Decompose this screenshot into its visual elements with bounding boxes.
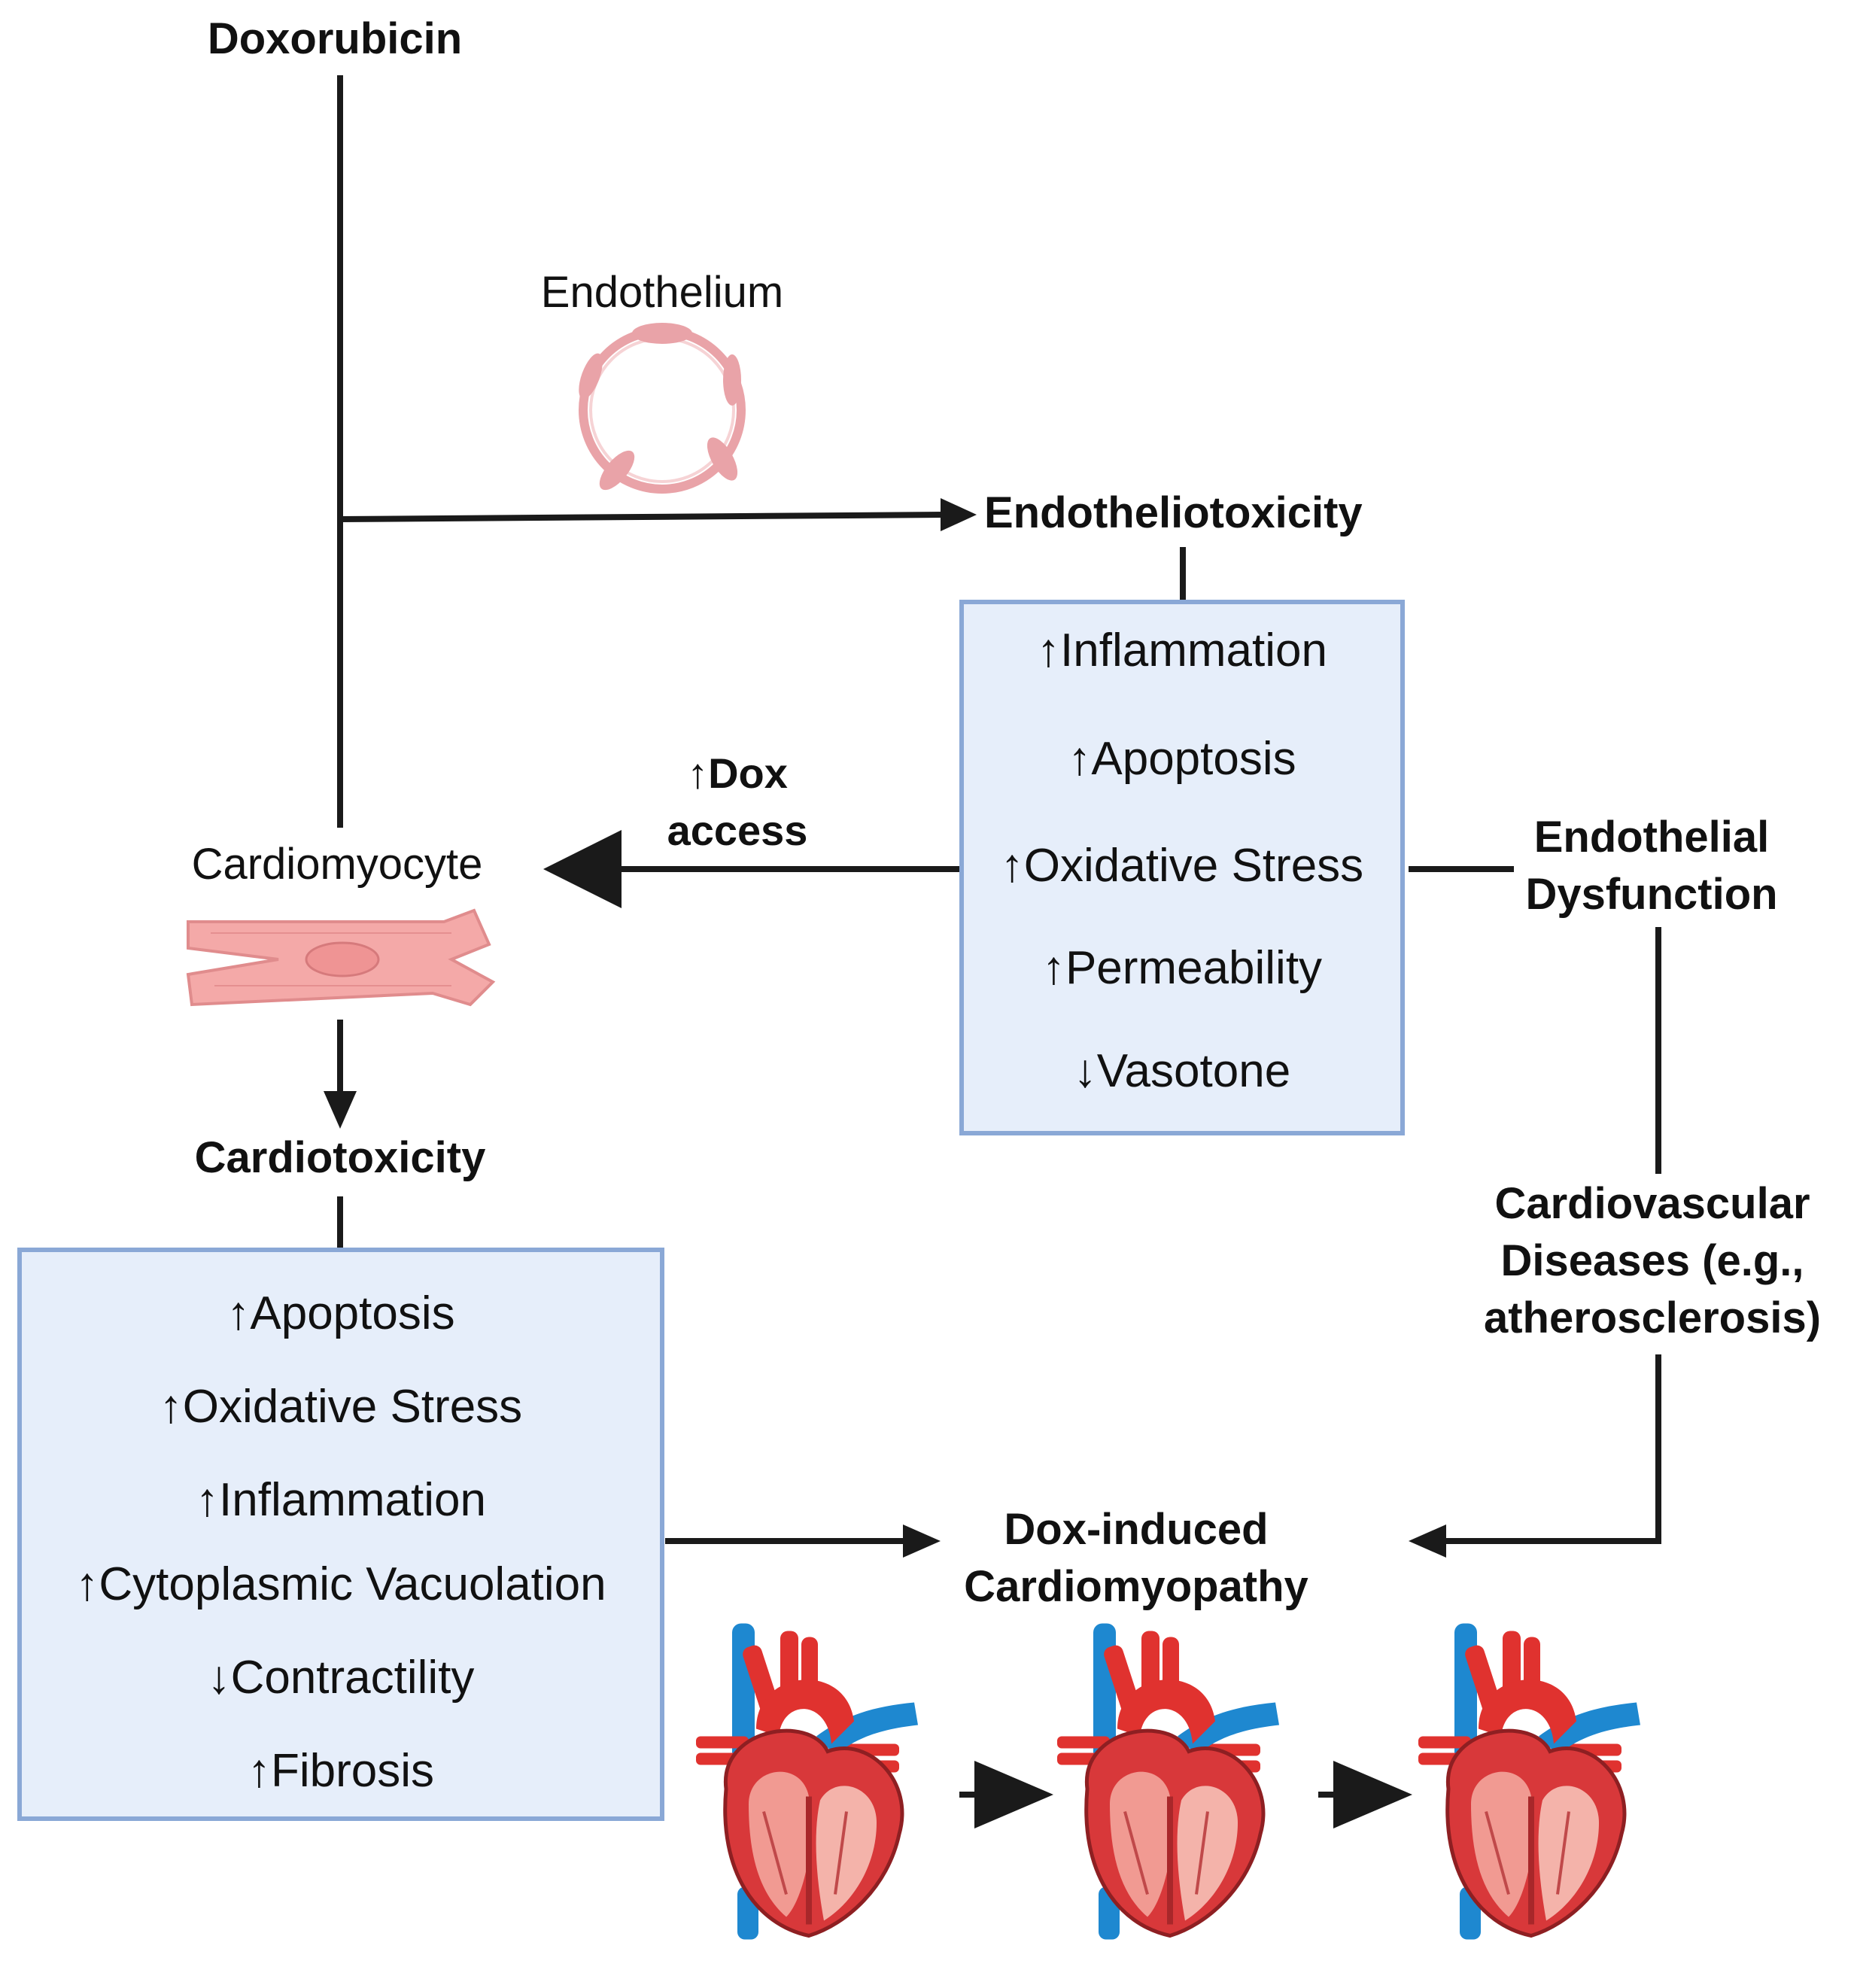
endothelium-label: Endothelium (540, 268, 784, 317)
effect-item: ↑Oxidative Stress (1000, 840, 1364, 892)
cardio-effects-box: ↑Apoptosis ↑Oxidative Stress ↑Inflammati… (17, 1248, 664, 1821)
effect-item: ↑Apoptosis (226, 1287, 455, 1339)
effect-item: ↑Permeability (1041, 942, 1323, 994)
dox-cardiomyopathy-label: Dox-induced Cardiomyopathy (964, 1505, 1308, 1611)
cvd-label: Cardiovascular Diseases (e.g., atheroscl… (1483, 1179, 1822, 1342)
heart-icon (1057, 1624, 1279, 1940)
heart-icon (1418, 1624, 1640, 1940)
effect-item: ↓Vasotone (1073, 1045, 1291, 1097)
endothelial-dysfunction-label: Endothelial Dysfunction (1525, 813, 1778, 919)
effect-item: ↑Oxidative Stress (159, 1381, 523, 1433)
cardiotoxicity-label: Cardiotoxicity (194, 1133, 486, 1182)
cardiomyocyte-label: Cardiomyocyte (191, 840, 483, 889)
effect-item: ↓Contractility (207, 1652, 475, 1704)
endothelial-effects-box: ↑Inflammation ↑Apoptosis ↑Oxidative Stre… (959, 600, 1405, 1135)
effect-item: ↑Inflammation (1037, 625, 1327, 676)
cardiomyocyte-cell-icon (186, 908, 496, 1007)
heart-icon (696, 1624, 918, 1940)
doxorubicin-label: Doxorubicin (207, 14, 463, 63)
effect-item: ↑Apoptosis (1068, 733, 1296, 785)
endotheliotoxicity-label: Endotheliotoxicity (984, 488, 1363, 537)
effect-item: ↑Cytoplasmic Vacuolation (75, 1558, 606, 1610)
dox-access-label: ↑Dox access (667, 749, 808, 854)
effect-item: ↑Inflammation (196, 1474, 486, 1526)
endothelium-ring-icon (579, 323, 746, 494)
effect-item: ↑Fibrosis (247, 1745, 435, 1797)
